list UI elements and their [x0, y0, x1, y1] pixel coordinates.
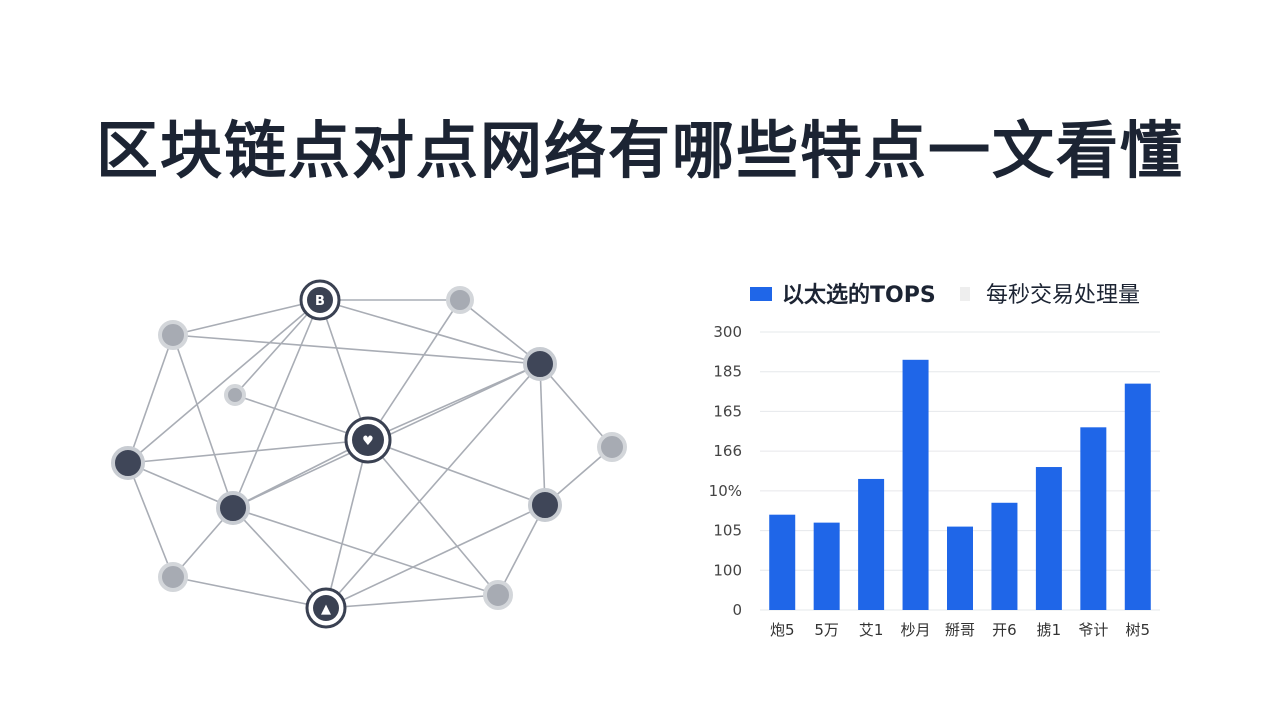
- y-tick-label: 165: [713, 402, 742, 420]
- network-edge: [127, 462, 174, 578]
- network-edges: [127, 299, 613, 609]
- network-node-mr: [528, 488, 562, 522]
- network-node-ml: [216, 491, 250, 525]
- y-tick-label: 166: [713, 442, 742, 460]
- network-edge: [367, 299, 461, 441]
- network-edge: [539, 363, 613, 448]
- bar-2: [858, 478, 885, 610]
- x-tick-label: 杪月: [901, 621, 931, 639]
- network-nodes: B ♥ ▲: [111, 279, 627, 629]
- network-edge: [232, 439, 369, 509]
- x-tick-label: 5万: [814, 621, 839, 639]
- network-edge: [539, 363, 546, 506]
- network-node-br: [483, 580, 513, 610]
- network-node-tr: [446, 286, 474, 314]
- network-edge: [325, 594, 499, 609]
- network-node-r: [597, 432, 627, 462]
- network-edge: [325, 504, 546, 609]
- y-tick-label: 10%: [709, 482, 742, 500]
- network-node-l: [111, 446, 145, 480]
- x-tick-label: 炮5: [770, 621, 795, 639]
- network-edge: [127, 439, 369, 464]
- bar-0: [769, 514, 796, 610]
- lock-icon: ▲: [321, 602, 331, 617]
- bar-5: [991, 502, 1018, 610]
- network-edge: [172, 334, 234, 509]
- x-tick-label: 开6: [992, 621, 1017, 639]
- p2p-network-diagram: B ♥ ▲: [111, 279, 627, 629]
- network-edge: [172, 299, 321, 336]
- network-node-rt: [523, 347, 557, 381]
- network-edge: [172, 576, 327, 609]
- network-node-bot: ▲: [305, 587, 347, 629]
- network-edge: [367, 439, 499, 596]
- network-edge: [127, 334, 174, 464]
- bar-6: [1035, 467, 1062, 610]
- y-axis-ticks: 0 100 105 10% 166 165 185 300: [709, 323, 742, 619]
- network-node-bl: [158, 562, 188, 592]
- y-tick-label: 185: [713, 363, 742, 381]
- tps-bar-chart: 以太选的TOPS 每秒交易处理量 010010510%166165185300 …: [709, 282, 1160, 639]
- network-edge: [459, 299, 541, 365]
- network-edge: [325, 439, 369, 609]
- network-edge: [319, 299, 541, 365]
- bar-8: [1124, 383, 1151, 610]
- bar-3: [902, 359, 929, 610]
- network-node-sm: [224, 384, 246, 406]
- bar-7: [1080, 427, 1107, 610]
- x-tick-label: 掰哥: [945, 621, 975, 639]
- network-edge: [232, 299, 321, 509]
- x-axis-ticks: 炮5 5万 艾1 杪月掰哥开6 掳1 爷计树5: [770, 621, 1150, 639]
- chart-bars: [769, 359, 1151, 610]
- network-edge: [325, 363, 541, 609]
- page-title: 区块链点对点网络有哪些特点一文看懂: [95, 114, 1184, 187]
- network-edge: [232, 507, 327, 609]
- network-edge: [319, 299, 369, 441]
- network-node-top: B: [299, 279, 341, 321]
- shield-icon: ♥: [362, 434, 374, 449]
- legend-label-tps: 每秒交易处理量: [986, 283, 1140, 308]
- bar-4: [947, 526, 973, 610]
- legend-swatch-tps: [960, 287, 970, 301]
- network-edge: [232, 507, 499, 596]
- y-tick-label: 100: [713, 561, 742, 579]
- network-node-ctr: ♥: [344, 416, 392, 464]
- chart-legend: 以太选的TOPS 每秒交易处理量: [750, 282, 1140, 308]
- network-edge: [234, 299, 321, 396]
- network-edge: [172, 334, 541, 365]
- x-tick-label: 艾1: [859, 621, 884, 639]
- legend-swatch-tops: [750, 287, 772, 301]
- x-tick-label: 爷计: [1078, 621, 1108, 639]
- bar-1: [813, 522, 840, 610]
- network-edge: [127, 462, 234, 509]
- x-tick-label: 掳1: [1037, 621, 1062, 639]
- y-tick-label: 105: [713, 522, 742, 540]
- bitcoin-icon: B: [315, 294, 325, 309]
- network-node-tl: [158, 320, 188, 350]
- network-edge: [127, 299, 321, 464]
- x-tick-label: 树5: [1126, 621, 1151, 639]
- network-edge: [367, 439, 546, 506]
- y-tick-label: 0: [732, 601, 742, 619]
- legend-label-tops: 以太选的TOPS: [782, 282, 936, 308]
- y-tick-label: 300: [713, 323, 742, 341]
